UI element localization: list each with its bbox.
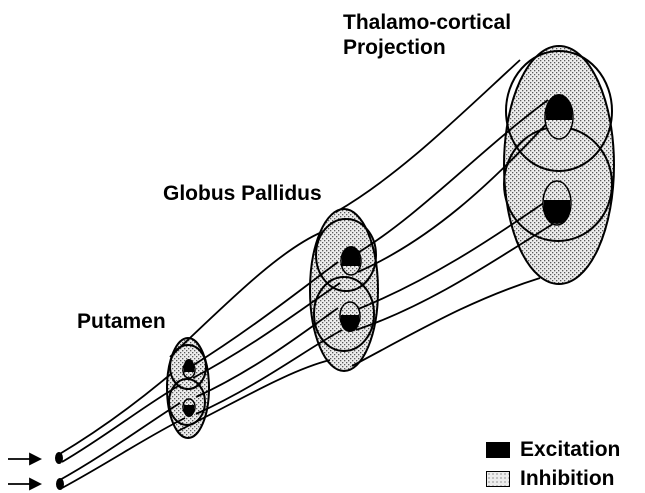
legend-inhibition: Inhibition: [486, 467, 614, 491]
thalamocortical-disc: [504, 46, 614, 284]
input-fiber-end: [55, 452, 63, 464]
legend-inhibition-label: Inhibition: [520, 467, 614, 491]
inhibition-swatch: [486, 471, 510, 487]
excitation-swatch: [486, 442, 510, 458]
legend-excitation: Excitation: [486, 438, 620, 462]
input-fibers: [58, 373, 185, 488]
thalamocortical-label-line2: Projection: [343, 35, 511, 60]
putamen-label: Putamen: [77, 309, 166, 334]
input-fiber-end: [56, 478, 64, 490]
thalamocortical-label-line1: Thalamo-cortical: [343, 10, 511, 35]
thalamocortical-label: Thalamo-cortical Projection: [343, 10, 511, 60]
input-arrow-icon: [8, 454, 40, 464]
input-arrow-icon: [8, 479, 40, 489]
globus-pallidus-label: Globus Pallidus: [163, 181, 322, 206]
legend-excitation-label: Excitation: [520, 438, 620, 462]
